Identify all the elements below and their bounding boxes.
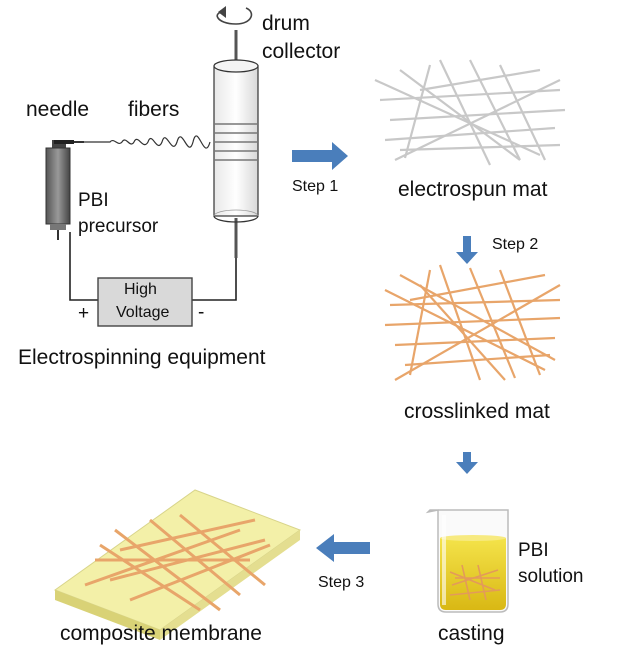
drum-label-line2: collector [262, 40, 341, 63]
step1-label: Step 1 [292, 178, 339, 195]
pbi-solution-line2: solution [518, 566, 584, 587]
fibers-label: fibers [128, 98, 180, 121]
crosslinked-mat-label: crosslinked mat [404, 400, 550, 423]
composite-membrane-label: composite membrane [60, 622, 262, 645]
fiber-jet [84, 135, 211, 149]
pbi-precursor-line2: precursor [78, 216, 159, 237]
electrospun-mat [374, 59, 566, 166]
cast-arrow [456, 452, 478, 474]
composite-membrane-icon [53, 489, 302, 640]
circuit-wires [69, 232, 237, 301]
syringe-icon [45, 140, 84, 240]
pbi-solution-line1: PBI [518, 540, 549, 561]
drum-label-line1: drum [262, 12, 310, 35]
drum-collector-icon [213, 6, 259, 258]
crosslinked-mat [384, 264, 561, 381]
electrospun-mat-label: electrospun mat [398, 178, 548, 201]
minus-label: - [198, 302, 205, 323]
plus-label: + [78, 303, 90, 324]
equipment-label: Electrospinning equipment [18, 346, 266, 369]
beaker-icon [425, 509, 509, 613]
needle-label: needle [26, 98, 90, 121]
step2-arrow [456, 236, 478, 264]
casting-label: casting [438, 622, 505, 645]
high-voltage-line2: Voltage [116, 304, 170, 321]
step3-arrow [316, 534, 370, 562]
high-voltage-line1: High [124, 281, 157, 298]
step3-label: Step 3 [318, 574, 365, 591]
step2-label: Step 2 [492, 236, 539, 253]
pbi-precursor-line1: PBI [78, 190, 109, 211]
high-voltage-box [97, 277, 193, 327]
step1-arrow [292, 142, 348, 170]
